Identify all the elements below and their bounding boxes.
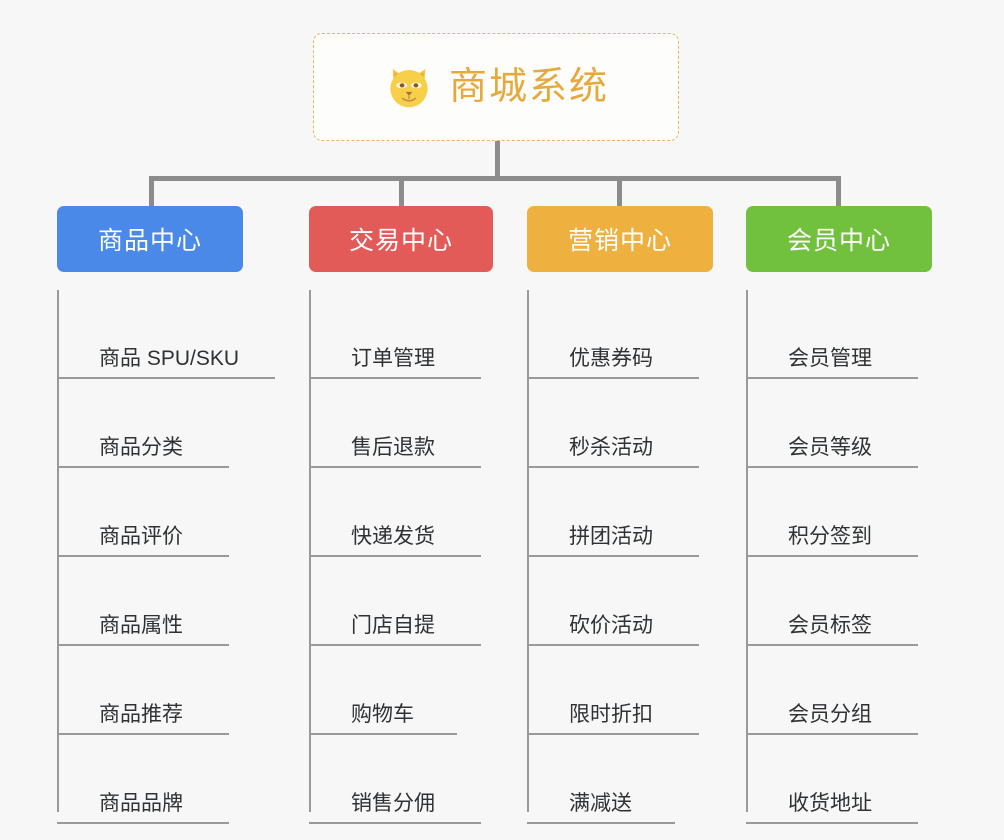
leaf-item[interactable]: 商品 SPU/SKU bbox=[57, 290, 275, 379]
leaf-label: 会员分组 bbox=[788, 703, 872, 726]
shiba-dog-icon bbox=[383, 61, 435, 113]
leaf-label: 快递发货 bbox=[351, 525, 435, 548]
category-label: 营销中心 bbox=[567, 227, 672, 255]
leaf-label: 购物车 bbox=[351, 703, 414, 726]
leaf-item[interactable]: 积分签到 bbox=[746, 468, 932, 557]
category-label: 会员中心 bbox=[786, 227, 891, 255]
connector-drop-marketing-center bbox=[617, 176, 622, 208]
column-product-center: 商品中心 商品 SPU/SKU 商品分类 商品评价 商品属性 商品推荐 bbox=[57, 206, 275, 824]
leaf-item[interactable]: 满减送 bbox=[527, 735, 713, 824]
leaf-label: 限时折扣 bbox=[569, 703, 653, 726]
category-header-product-center[interactable]: 商品中心 bbox=[57, 206, 243, 272]
leaf-label: 商品评价 bbox=[99, 525, 183, 548]
leaf-label: 会员标签 bbox=[788, 614, 872, 637]
leaf-item[interactable]: 商品品牌 bbox=[57, 735, 243, 824]
leaf-item[interactable]: 限时折扣 bbox=[527, 646, 713, 735]
leaf-item[interactable]: 会员标签 bbox=[746, 557, 932, 646]
leaf-item[interactable]: 商品属性 bbox=[57, 557, 243, 646]
leaf-item[interactable]: 购物车 bbox=[309, 646, 493, 735]
leaf-item[interactable]: 商品分类 bbox=[57, 379, 243, 468]
connector-root-stem bbox=[495, 141, 500, 179]
leaf-item[interactable]: 商品推荐 bbox=[57, 646, 243, 735]
leaf-label: 商品分类 bbox=[99, 436, 183, 459]
leaf-item[interactable]: 收货地址 bbox=[746, 735, 932, 824]
leaf-label: 商品 SPU/SKU bbox=[99, 347, 240, 370]
leaf-label: 拼团活动 bbox=[569, 525, 653, 548]
leaf-item[interactable]: 会员分组 bbox=[746, 646, 932, 735]
category-header-marketing-center[interactable]: 营销中心 bbox=[527, 206, 713, 272]
column-trade-center: 交易中心 订单管理 售后退款 快递发货 门店自提 购物车 bbox=[309, 206, 493, 824]
root-title: 商城系统 bbox=[448, 66, 609, 108]
connector-drop-trade-center bbox=[399, 176, 404, 208]
leaf-item[interactable]: 秒杀活动 bbox=[527, 379, 713, 468]
leaf-label: 商品品牌 bbox=[99, 792, 183, 815]
leaf-item[interactable]: 快递发货 bbox=[309, 468, 493, 557]
leaf-item[interactable]: 售后退款 bbox=[309, 379, 493, 468]
leaf-label: 订单管理 bbox=[351, 347, 435, 370]
category-header-member-center[interactable]: 会员中心 bbox=[746, 206, 932, 272]
connector-drop-product-center bbox=[149, 176, 154, 208]
leaf-label: 满减送 bbox=[569, 792, 632, 815]
category-label: 商品中心 bbox=[97, 227, 202, 255]
leaf-label: 积分签到 bbox=[788, 525, 872, 548]
leaf-label: 会员管理 bbox=[788, 347, 872, 370]
category-columns: 商品中心 商品 SPU/SKU 商品分类 商品评价 商品属性 商品推荐 bbox=[0, 206, 1004, 840]
leaf-list-member-center: 会员管理 会员等级 积分签到 会员标签 会员分组 收货地址 bbox=[746, 290, 932, 824]
leaf-item[interactable]: 销售分佣 bbox=[309, 735, 493, 824]
leaf-label: 售后退款 bbox=[351, 436, 435, 459]
leaf-label: 门店自提 bbox=[351, 614, 435, 637]
column-marketing-center: 营销中心 优惠券码 秒杀活动 拼团活动 砍价活动 限时折扣 bbox=[527, 206, 713, 824]
leaf-item[interactable]: 会员等级 bbox=[746, 379, 932, 468]
category-label: 交易中心 bbox=[348, 227, 453, 255]
connector-horizontal-bus bbox=[149, 176, 841, 181]
leaf-label: 优惠券码 bbox=[569, 347, 653, 370]
leaf-item[interactable]: 门店自提 bbox=[309, 557, 493, 646]
leaf-item[interactable]: 订单管理 bbox=[309, 290, 493, 379]
leaf-list-trade-center: 订单管理 售后退款 快递发货 门店自提 购物车 销售分佣 bbox=[309, 290, 493, 824]
root-node[interactable]: 商城系统 bbox=[313, 33, 679, 141]
leaf-list-marketing-center: 优惠券码 秒杀活动 拼团活动 砍价活动 限时折扣 满减送 bbox=[527, 290, 713, 824]
leaf-item[interactable]: 商品评价 bbox=[57, 468, 243, 557]
leaf-item[interactable]: 优惠券码 bbox=[527, 290, 713, 379]
leaf-label: 收货地址 bbox=[788, 792, 872, 815]
category-header-trade-center[interactable]: 交易中心 bbox=[309, 206, 493, 272]
leaf-label: 秒杀活动 bbox=[569, 436, 653, 459]
column-member-center: 会员中心 会员管理 会员等级 积分签到 会员标签 会员分组 bbox=[746, 206, 932, 824]
leaf-item[interactable]: 砍价活动 bbox=[527, 557, 713, 646]
connector-drop-member-center bbox=[836, 176, 841, 208]
leaf-label: 商品推荐 bbox=[99, 703, 183, 726]
leaf-label: 商品属性 bbox=[99, 614, 183, 637]
leaf-list-product-center: 商品 SPU/SKU 商品分类 商品评价 商品属性 商品推荐 商品品牌 bbox=[57, 290, 275, 824]
leaf-item[interactable]: 拼团活动 bbox=[527, 468, 713, 557]
leaf-label: 砍价活动 bbox=[569, 614, 653, 637]
leaf-label: 销售分佣 bbox=[351, 792, 435, 815]
leaf-label: 会员等级 bbox=[788, 436, 872, 459]
leaf-item[interactable]: 会员管理 bbox=[746, 290, 932, 379]
